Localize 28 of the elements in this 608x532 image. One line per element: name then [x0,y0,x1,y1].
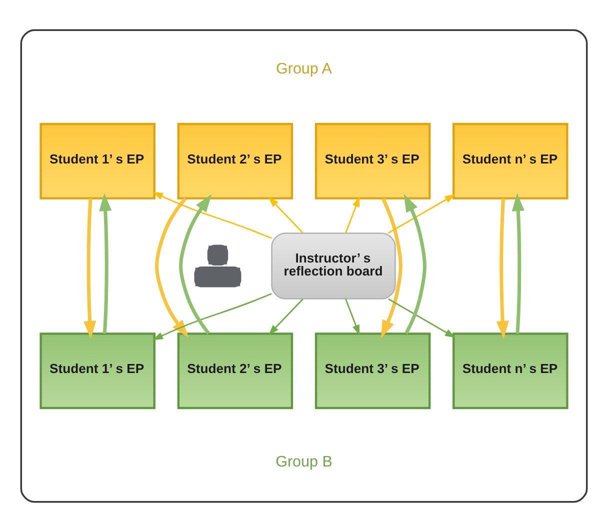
arrow [84,198,96,339]
arrow [155,197,189,338]
arrow [345,298,360,336]
node-box: Student 2’ s EP [177,122,294,200]
node-box: Student 2’ s EP [177,332,294,410]
label: Group B [276,454,332,471]
cluster [20,29,588,503]
arrow [404,194,426,334]
arrow [512,193,524,334]
node-box: Student n’ s EP [452,332,568,410]
label: Group A [276,60,332,78]
arrow [268,196,304,234]
arrow [345,196,360,234]
arrow [179,194,212,335]
arrow [268,298,304,336]
arrow [152,192,272,239]
node-box: Student 3’ s EP [314,332,431,410]
arrow [99,193,112,334]
arrow [388,194,456,234]
arrow [388,298,456,338]
node-box: Instructor’ s reflection board [271,232,396,300]
node-box: Student 1’ s EP [40,122,156,200]
arrow [381,198,402,338]
node-box: Student 3’ s EP [314,122,431,200]
node-box: Student n’ s EP [452,122,568,200]
arrow [496,198,509,339]
node-box: Student 1’ s EP [40,332,156,410]
arrow [152,293,272,340]
